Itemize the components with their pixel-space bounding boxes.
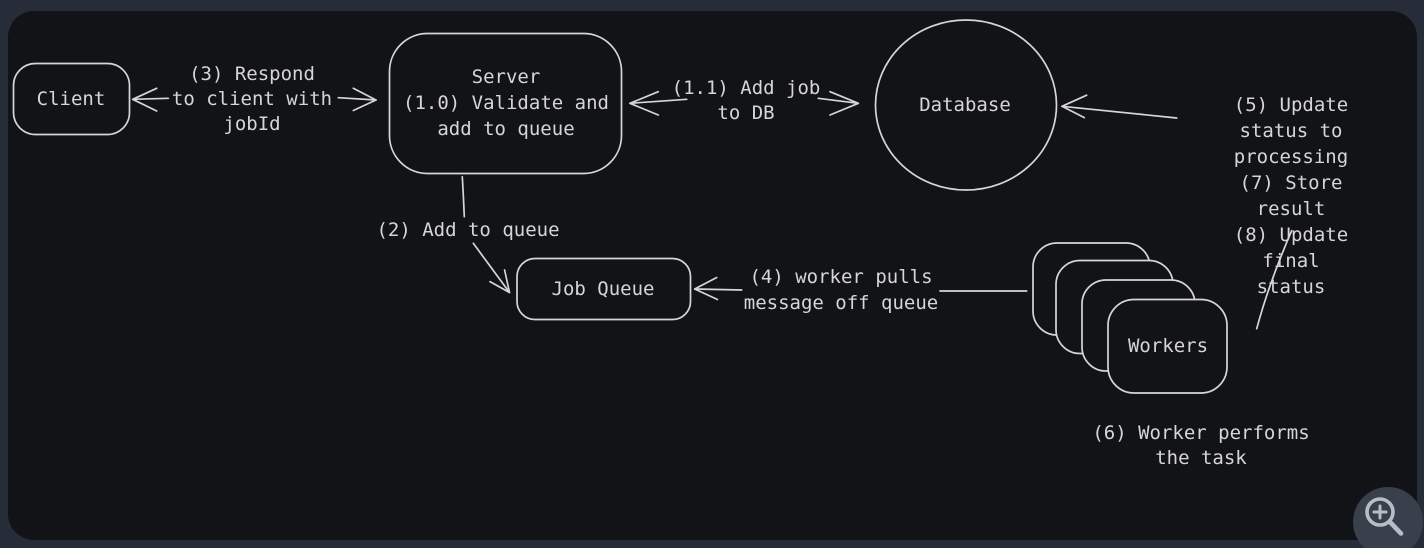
update-status-edge-label[interactable]: (5) Update status to processing (7) Stor… (1233, 94, 1349, 298)
worker-pulls-edge-arrowhead[interactable] (693, 276, 719, 301)
add-job-db-edge-left-arrowhead[interactable] (629, 90, 660, 116)
server-node-label[interactable]: Server (1.0) Validate and add to queue (403, 66, 609, 140)
respond-edge-label[interactable]: (3) Respond to client with jobId (171, 63, 333, 135)
respond-edge-left-line[interactable] (131, 97, 170, 101)
job-queue-node-shape[interactable] (516, 257, 692, 321)
add-queue-edge-arrowhead[interactable] (489, 269, 511, 294)
database-node-label[interactable]: Database (919, 94, 1011, 116)
worker-pulls-edge-line[interactable] (693, 288, 743, 291)
workers-node-label[interactable]: Workers (1127, 335, 1209, 357)
add-queue-edge-label[interactable]: (2) Add to queue (376, 219, 560, 241)
add-job-db-edge-left-line[interactable] (629, 98, 688, 105)
diagram-canvas[interactable] (8, 11, 1417, 540)
client-node-shape[interactable] (12, 62, 131, 136)
respond-edge-left-arrowhead[interactable] (131, 87, 158, 112)
job-queue-node-label[interactable]: Job Queue (551, 278, 655, 300)
add-job-db-edge-right-line[interactable] (817, 97, 860, 105)
add-job-db-edge-label[interactable]: (1.1) Add job to DB (671, 77, 821, 124)
update-status-edge-connector[interactable] (1255, 229, 1293, 330)
update-status-edge-arrowhead[interactable] (1061, 94, 1088, 119)
add-queue-edge-lower-line[interactable] (472, 242, 511, 294)
worker-performs-label[interactable]: (6) Worker performs the task (1092, 422, 1310, 469)
database-node-shape[interactable] (874, 19, 1058, 191)
update-status-edge-line[interactable] (1061, 105, 1178, 119)
workers-node-shape[interactable] (1107, 298, 1228, 394)
server-node-shape[interactable] (388, 32, 623, 175)
worker-pulls-edge-label[interactable]: (4) worker pulls message off queue (743, 266, 939, 314)
respond-edge-right-arrowhead[interactable] (352, 87, 377, 112)
client-node-label[interactable]: Client (36, 88, 106, 110)
add-queue-edge-upper-line[interactable] (461, 175, 466, 218)
zoom-in-button[interactable] (1353, 487, 1423, 548)
add-job-db-edge-right-arrowhead[interactable] (829, 90, 860, 116)
respond-edge-right-line[interactable] (337, 96, 377, 101)
zoom-in-icon (1365, 497, 1404, 536)
